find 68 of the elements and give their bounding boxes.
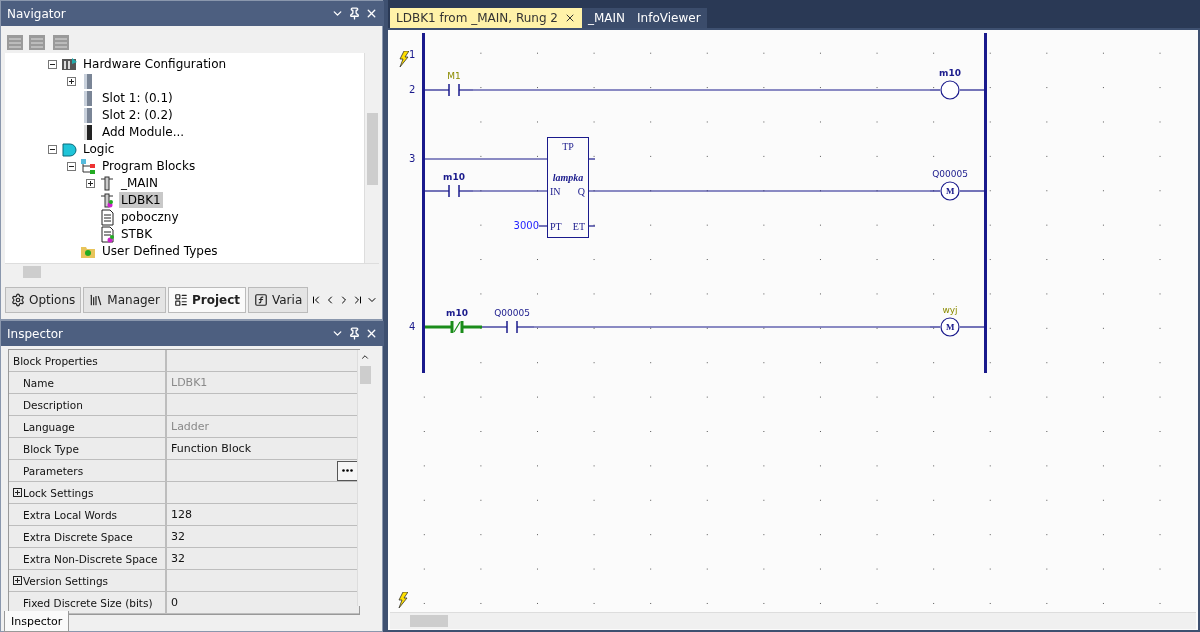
tree-item: STBK	[120, 226, 154, 242]
tree-item: _MAIN	[120, 175, 160, 191]
wire	[424, 89, 436, 91]
property-name: Version Settings	[23, 574, 108, 587]
rung-number: 4	[409, 321, 416, 332]
wire	[969, 326, 985, 328]
tab: Varia	[248, 287, 309, 313]
tree-item: Hardware Configuration	[82, 56, 228, 72]
rung-number: 2	[409, 84, 416, 95]
property-name: Block Properties	[13, 354, 98, 367]
property-value: 32	[171, 530, 185, 543]
property-name: Parameters	[23, 464, 84, 477]
wire	[969, 190, 985, 192]
tree-item: User Defined Types	[101, 243, 219, 259]
normally-closed-contact: m10	[432, 307, 482, 334]
property-name: Lock Settings	[23, 486, 94, 499]
tree-item: poboczny	[120, 209, 180, 225]
property-value: 0	[171, 596, 178, 609]
panel-header: Inspector	[1, 321, 384, 346]
wire	[481, 326, 491, 328]
wire	[969, 89, 985, 91]
coil: m10	[930, 67, 970, 100]
tab: LDBK1 from _MAIN, Rung 2	[390, 8, 582, 28]
wire	[538, 225, 548, 227]
power-rail	[422, 33, 425, 373]
tree-item: Slot 1: (0.1)	[101, 90, 174, 106]
tab: Project	[167, 287, 246, 313]
rung-number: 1	[409, 49, 416, 60]
tree-item: Program Blocks	[101, 158, 197, 174]
property-name: Extra Non-Discrete Space	[23, 552, 158, 565]
tree-item: Slot 2: (0.2)	[101, 107, 174, 123]
tab: InfoViewer	[631, 8, 707, 28]
property-name: Fixed Discrete Size (bits)	[23, 596, 153, 609]
wire	[533, 326, 931, 328]
wire	[424, 158, 548, 160]
property-value: Function Block	[171, 442, 252, 455]
property-name: Block Type	[23, 442, 79, 455]
tab: Inspector	[4, 611, 70, 632]
normally-open-contact: M1	[435, 70, 473, 97]
property-name: Extra Local Words	[23, 508, 118, 521]
tab: Options	[5, 287, 82, 313]
property-name: Description	[23, 398, 83, 411]
wire	[588, 190, 931, 192]
property-value: 128	[171, 508, 192, 521]
panel-header: Navigator	[1, 1, 384, 26]
wire	[424, 190, 436, 192]
property-value: 32	[171, 552, 185, 565]
rung-number: 3	[409, 153, 416, 164]
property-name: Language	[23, 420, 75, 433]
tree-item: LDBK1	[119, 192, 163, 208]
property-value: LDBK1	[171, 376, 208, 389]
coil: Q00005 M	[930, 168, 970, 201]
tree-item: Add Module...	[101, 124, 186, 140]
tab: _MAIN	[582, 8, 632, 28]
coil: wyj M	[930, 304, 970, 337]
constant-value: 3000	[507, 219, 539, 233]
normally-open-contact: m10	[435, 171, 473, 198]
normally-open-contact: Q00005	[490, 307, 534, 334]
tree-item: Logic	[82, 141, 116, 157]
property-name: Name	[23, 376, 54, 389]
wire	[425, 325, 432, 329]
property-name: Extra Discrete Space	[23, 530, 133, 543]
wire	[472, 89, 931, 91]
property-value: Ladder	[171, 420, 210, 433]
tab: Manager	[83, 287, 166, 313]
wire	[472, 190, 548, 192]
timer-function-block: TP lampka IN Q PT ET	[547, 137, 589, 238]
power-rail	[984, 33, 987, 373]
